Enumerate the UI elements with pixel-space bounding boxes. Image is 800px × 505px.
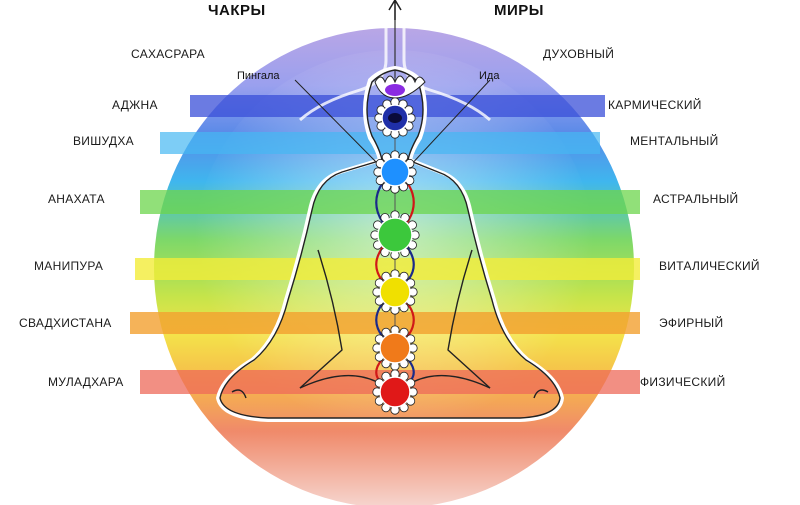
chakra-node-svadhisthana: [372, 325, 418, 371]
chakra-node-sahasrara: [374, 75, 426, 99]
band-vital: [135, 258, 640, 280]
meditating-figure: [216, 66, 564, 422]
world-label-spiritual: ДУХОВНЫЙ: [543, 47, 615, 61]
chakra-node-anahata: [370, 210, 420, 260]
band-mental: [160, 132, 600, 154]
band-astral: [140, 190, 640, 214]
arrow-up: [388, 0, 402, 20]
nadi-leaders: [294, 79, 491, 169]
chakra-node-vishuddha: [373, 150, 417, 194]
chakra-label-manipura: МАНИПУРА: [34, 259, 104, 273]
worlds-heading: МИРЫ: [494, 2, 544, 19]
chakra-nodes: [370, 75, 426, 415]
world-label-vital: ВИТАЛИЧЕСКИЙ: [659, 259, 760, 273]
band-etheric: [130, 312, 640, 334]
world-label-mental: МЕНТАЛЬНЫЙ: [630, 134, 719, 148]
chakra-node-ajna: [374, 97, 416, 139]
world-label-karmic: КАРМИЧЕСКИЙ: [608, 98, 702, 112]
meditating-figure-lines: [219, 69, 561, 419]
ida-label: Ида: [479, 70, 500, 82]
chakra-label-muladhara: МУЛАДХАРА: [48, 375, 124, 389]
world-label-astral: АСТРАЛЬНЫЙ: [653, 192, 739, 206]
chakra-label-vishuddha: ВИШУДХА: [73, 134, 134, 148]
world-label-etheric: ЭФИРНЫЙ: [659, 316, 724, 330]
pingala-label: Пингала: [237, 70, 280, 82]
chakra-label-ajna: АДЖНА: [112, 98, 158, 112]
chakras-heading: ЧАКРЫ: [208, 2, 266, 19]
chakra-node-muladhara: [372, 369, 418, 415]
chakra-label-svadhisthana: СВАДХИСТАНА: [19, 316, 112, 330]
world-label-physical: ФИЗИЧЕСКИЙ: [640, 375, 726, 389]
chakra-label-sahasrara: САХАСРАРА: [131, 47, 205, 61]
chakra-node-manipura: [372, 269, 418, 315]
chakra-label-anahata: АНАХАТА: [48, 192, 105, 206]
